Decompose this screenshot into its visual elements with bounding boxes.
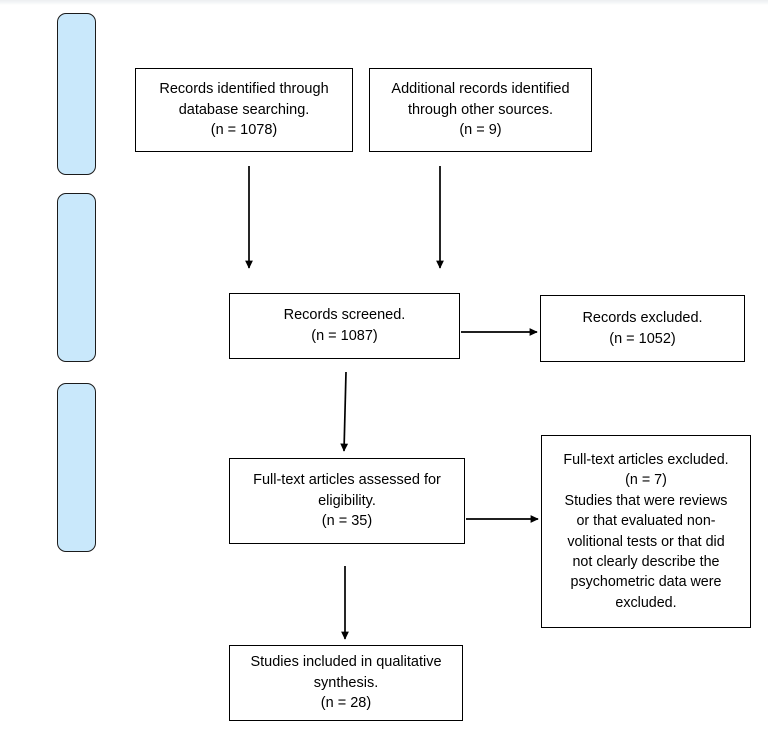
stage-bar-screening bbox=[57, 193, 96, 362]
arrow-screened-to-fulltext bbox=[340, 371, 349, 452]
box-fulltext-articles-assessed: Full-text articles assessed for eligibil… bbox=[229, 458, 465, 544]
stage-bar-identification bbox=[57, 13, 96, 175]
box-records-excluded: Records excluded. (n = 1052) bbox=[540, 295, 745, 362]
stage-bar-eligibility bbox=[57, 383, 96, 552]
box-records-identified-database: Records identified through database sear… bbox=[135, 68, 353, 152]
box-studies-included-qualitative: Studies included in qualitative synthesi… bbox=[229, 645, 463, 721]
box-additional-records-other-sources: Additional records identified through ot… bbox=[369, 68, 592, 152]
box-fulltext-articles-excluded: Full-text articles excluded. (n = 7) Stu… bbox=[541, 435, 751, 628]
top-edge-strip bbox=[0, 0, 768, 5]
box-records-screened: Records screened. (n = 1087) bbox=[229, 293, 460, 359]
